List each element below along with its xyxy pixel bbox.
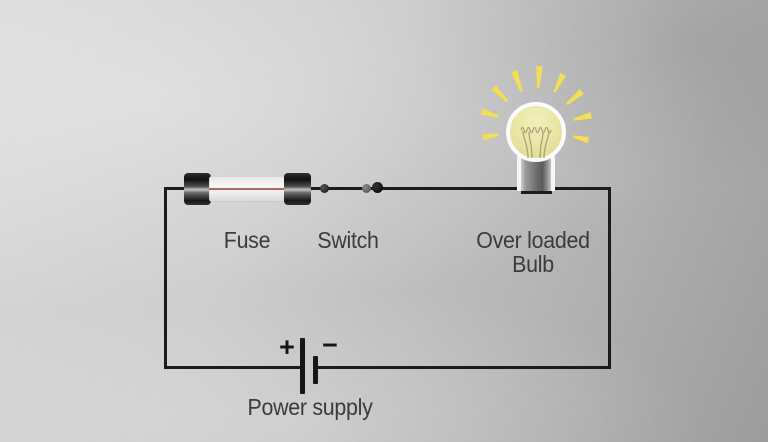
switch-contact-gray [362,184,371,193]
battery-positive-sign: + [279,332,295,362]
glow-ray [509,69,526,93]
switch-contact-left [320,184,329,193]
fuse-filament-wire [209,188,286,190]
wire-right-vertical [608,187,611,369]
wire-top-right-segment [549,187,611,190]
battery-positive-plate [300,338,305,394]
wire-left-vertical [164,187,167,369]
wire-bottom-right-segment [316,366,611,369]
glow-ray [482,130,499,143]
fuse-left-cap [184,173,211,205]
switch-label: Switch [317,227,379,253]
battery-negative-sign: − [322,330,338,360]
glow-ray [490,84,511,105]
wire-top-mid-segment [308,187,524,190]
glow-ray [550,72,568,94]
fuse-glass-tube [209,176,286,202]
glow-ray [572,132,590,145]
fuse-right-cap [284,173,311,205]
bulb-label: Over loaded Bulb [468,228,598,276]
bulb-filament [520,126,552,158]
power-supply-label: Power supply [247,394,373,420]
wire-bottom-left-segment [164,366,302,369]
switch-contact-black [372,182,383,193]
fuse-label: Fuse [223,227,271,253]
glow-ray [533,66,544,88]
wire-top-left-segment [164,187,188,190]
glow-ray [573,110,593,124]
bulb-label-line1: Over loaded [476,227,590,253]
bulb-label-line2: Bulb [512,251,554,277]
bulb-icon [506,102,566,162]
battery-negative-plate [313,356,318,384]
glow-ray [480,107,500,122]
glow-ray [563,88,585,109]
